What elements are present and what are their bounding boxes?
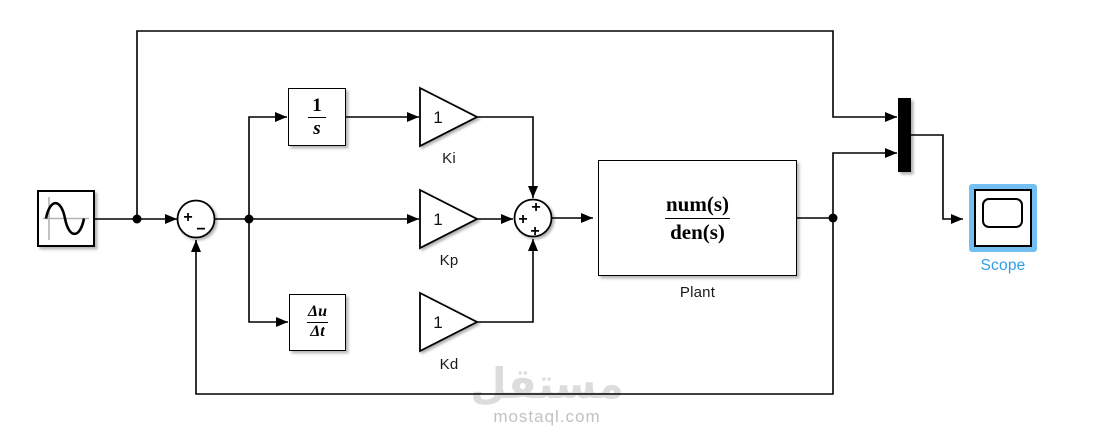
wire-ki-to-sum[interactable]	[477, 116, 538, 198]
derivative-block[interactable]: Δu Δt	[289, 294, 346, 351]
wire-kd-to-sum[interactable]	[477, 239, 538, 323]
watermark-logo: مستقل	[470, 359, 624, 408]
gain-ki-value: 1	[433, 108, 442, 127]
scope-label[interactable]: Scope	[980, 257, 1026, 274]
sum-pid-top-plus-sign: +	[531, 199, 540, 216]
sum-pid-block[interactable]: + + +	[513, 198, 553, 240]
wire-branch-to-derivative[interactable]	[248, 219, 288, 327]
plant-numerator: num(s)	[665, 192, 729, 217]
gain-kd-value: 1	[433, 313, 442, 332]
wire-mux-to-scope[interactable]	[911, 134, 963, 224]
junction-dot	[828, 213, 838, 223]
junction-dot	[244, 214, 254, 224]
scope-block[interactable]	[974, 189, 1032, 247]
sum-pid-bottom-plus-sign: +	[530, 223, 539, 240]
derivative-denominator: Δt	[307, 322, 328, 341]
plant-label[interactable]: Plant	[679, 284, 716, 301]
plant-fraction: num(s) den(s)	[661, 192, 734, 243]
integrator-numerator: 1	[312, 94, 322, 116]
watermark-domain: mostaql.com	[493, 407, 601, 426]
scope-screen-icon	[982, 198, 1023, 228]
wire-output-to-mux[interactable]	[832, 148, 897, 218]
sum-error-minus-sign: −	[196, 221, 205, 238]
wire-input-to-mux[interactable]	[136, 30, 897, 219]
integrator-fraction: 1 s	[308, 94, 326, 139]
gain-ki-block[interactable]: 1	[419, 86, 479, 148]
sum-pid-left-plus-sign: +	[518, 211, 527, 228]
gain-kd-block[interactable]: 1	[419, 291, 479, 353]
watermark: مستقل mostaql.com	[452, 363, 642, 427]
plant-denominator: den(s)	[665, 217, 730, 243]
gain-kd-label[interactable]: Kd	[439, 356, 459, 373]
sine-wave-source-block[interactable]	[37, 190, 95, 247]
gain-ki-label[interactable]: Ki	[442, 150, 456, 167]
sine-wave-icon	[43, 197, 89, 240]
gain-kp-value: 1	[433, 210, 442, 229]
sum-error-block[interactable]: + −	[176, 199, 216, 239]
derivative-numerator: Δu	[308, 303, 327, 321]
sum-error-plus-sign: +	[183, 209, 192, 226]
mux-block[interactable]	[898, 98, 911, 172]
wire-branch-to-integrator[interactable]	[248, 112, 287, 219]
junction-dot	[132, 214, 142, 224]
plant-block[interactable]: num(s) den(s)	[598, 160, 797, 276]
gain-kp-label[interactable]: Kp	[439, 252, 459, 269]
integrator-block[interactable]: 1 s	[288, 88, 346, 146]
wire-feedback[interactable]	[191, 218, 834, 395]
derivative-fraction: Δu Δt	[305, 303, 330, 341]
integrator-denominator: s	[308, 116, 326, 139]
gain-kp-block[interactable]: 1	[419, 188, 479, 250]
scope-selection-highlight	[969, 184, 1037, 252]
